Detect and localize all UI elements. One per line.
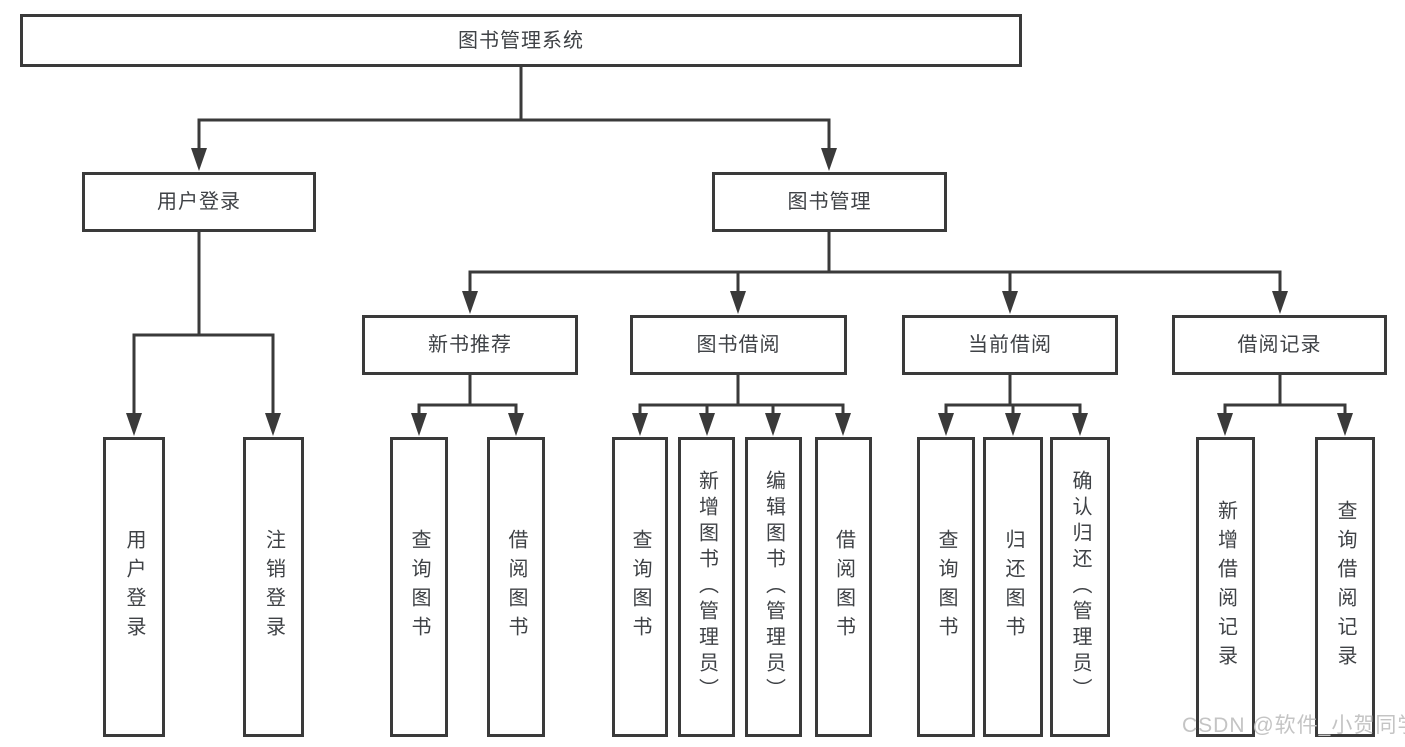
node-user-login: 用户登录	[82, 172, 316, 232]
leaf-query-books-borrow: 查询图书	[612, 437, 668, 737]
leaf-borrow-books-recommend: 借阅图书	[487, 437, 545, 737]
node-book-borrow: 图书借阅	[630, 315, 847, 375]
node-new-book-recommend: 新书推荐	[362, 315, 578, 375]
node-borrow-records: 借阅记录	[1172, 315, 1387, 375]
node-current-borrow: 当前借阅	[902, 315, 1118, 375]
node-book-management: 图书管理	[712, 172, 947, 232]
node-library-management-system: 图书管理系统	[20, 14, 1022, 67]
leaf-query-books-current: 查询图书	[917, 437, 975, 737]
leaf-query-borrow-record: 查询借阅记录	[1315, 437, 1375, 737]
leaf-return-books: 归还图书	[983, 437, 1043, 737]
leaf-borrow-books: 借阅图书	[815, 437, 872, 737]
arrowhead-group	[126, 148, 1353, 436]
leaf-edit-books-admin: 编辑图书（管理员）	[745, 437, 802, 737]
leaf-user-login: 用户登录	[103, 437, 165, 737]
leaf-logout: 注销登录	[243, 437, 304, 737]
leaf-add-books-admin: 新增图书（管理员）	[678, 437, 735, 737]
leaf-add-borrow-record: 新增借阅记录	[1196, 437, 1255, 737]
csdn-watermark: CSDN @软件_小贺同学	[1182, 714, 1405, 737]
leaf-query-books-recommend: 查询图书	[390, 437, 448, 737]
leaf-confirm-return-admin: 确认归还（管理员）	[1050, 437, 1110, 737]
